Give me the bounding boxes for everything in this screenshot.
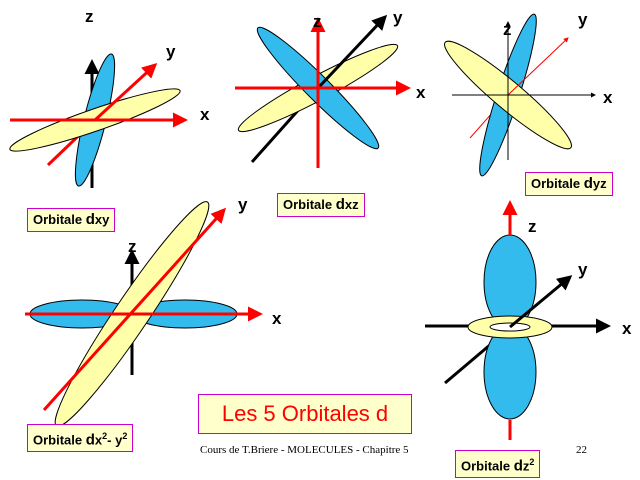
z-axis-label: z — [85, 7, 94, 26]
label-dxz: Orbitale dxz — [277, 193, 365, 217]
z-axis-label: z — [313, 12, 322, 31]
x-axis-label: x — [200, 105, 210, 124]
z-axis-label: z — [503, 20, 512, 39]
y-axis-label: y — [393, 8, 403, 27]
orbital-dz2-diagram: z y x — [425, 200, 632, 440]
label-d: d — [85, 431, 95, 449]
label-prefix: Orbitale — [33, 212, 86, 227]
x-axis-label: x — [622, 319, 632, 338]
orbital-dxz-diagram: z y x — [235, 8, 426, 168]
label-dyz: Orbitale dyz — [525, 172, 613, 196]
y-axis-label: y — [238, 195, 248, 214]
y-axis-label: y — [166, 42, 176, 61]
label-sub: xy — [94, 212, 110, 227]
x-axis-label: x — [416, 83, 426, 102]
label-sup: 2 — [102, 431, 108, 441]
orbital-dx2-y2-diagram: z y x — [25, 195, 282, 427]
label-sub: z — [522, 458, 530, 474]
label-sub: xz — [344, 197, 359, 212]
footer-text: Cours de T.Briere - MOLECULES - Chapitre… — [200, 444, 409, 456]
y-axis-label: y — [578, 10, 588, 29]
label-dxy: Orbitale dxy — [27, 208, 116, 232]
label-dx2-y2: Orbitale dx2- y2 — [27, 424, 134, 453]
label-d: d — [513, 457, 523, 475]
page-number: 22 — [576, 444, 587, 456]
label-d: d — [583, 175, 593, 192]
label-prefix: Orbitale — [531, 176, 584, 191]
label-sub: x — [94, 432, 103, 448]
label-dz2: Orbitale dz2 — [455, 450, 541, 479]
label-prefix: Orbitale — [461, 458, 514, 474]
label-prefix: Orbitale — [33, 432, 86, 448]
label-sup: 2 — [122, 431, 128, 441]
label-sup: 2 — [529, 457, 535, 467]
x-axis-label: x — [603, 88, 613, 107]
label-mid: - y — [107, 432, 123, 448]
label-prefix: Orbitale — [283, 197, 336, 212]
label-d: d — [85, 211, 95, 228]
x-axis-label: x — [272, 309, 282, 328]
z-axis-label: z — [528, 217, 537, 236]
label-sub: yz — [592, 176, 607, 191]
y-axis-label: y — [578, 260, 588, 279]
orbital-dxy-diagram: z y x — [9, 7, 210, 188]
slide-title: Les 5 Orbitales d — [198, 394, 412, 434]
orbital-dyz-diagram: z y x — [444, 10, 613, 177]
z-axis-label: z — [128, 237, 137, 256]
label-d: d — [335, 196, 345, 213]
